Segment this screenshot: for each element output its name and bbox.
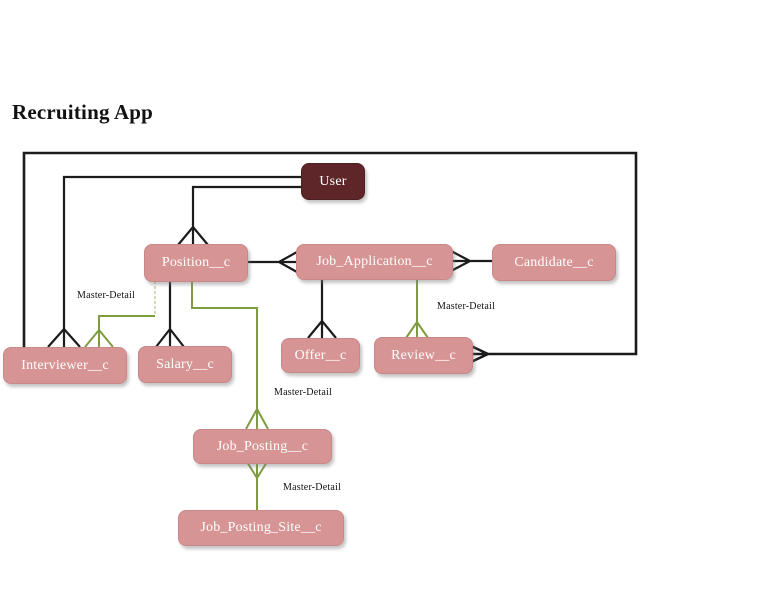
relationship-label-jobposting-jobpostingsite: Master-Detail: [283, 482, 341, 493]
relationship-label-jobapplication-review: Master-Detail: [437, 301, 495, 312]
relationship-line-user-position: [177, 185, 301, 246]
page-title: Recruiting App: [12, 100, 154, 124]
relationship-line-position-jobposting: [191, 281, 269, 430]
relationship-line-user-interviewer: [47, 175, 301, 348]
entity-job-posting-site[interactable]: Job_Posting_Site__c: [178, 510, 344, 546]
entity-user[interactable]: User: [301, 163, 365, 200]
entity-interviewer[interactable]: Interviewer__c: [3, 347, 127, 384]
relationship-line-position-interviewer: [84, 315, 155, 348]
relationship-label-position-interviewer: Master-Detail: [77, 290, 135, 301]
relationship-line-jobapplication-review: [405, 278, 429, 339]
relationship-label-position-jobposting: Master-Detail: [274, 387, 332, 398]
relationship-line-jobposting-jobpostingsite: [246, 461, 268, 511]
entity-offer[interactable]: Offer__c: [281, 338, 360, 373]
entity-review[interactable]: Review__c: [374, 337, 473, 374]
relationship-line-position-salary: [155, 280, 185, 348]
relationship-line-candidate-jobapplication: [450, 250, 492, 272]
relationship-line-position-jobapplication: [246, 251, 298, 273]
entity-salary[interactable]: Salary__c: [138, 346, 232, 383]
relationship-line-jobapplication-offer: [307, 278, 337, 339]
entity-job-application[interactable]: Job_Application__c: [296, 244, 453, 280]
relationship-line-interviewer-review-loop: [22, 151, 638, 364]
entity-candidate[interactable]: Candidate__c: [492, 244, 616, 281]
entity-position[interactable]: Position__c: [144, 244, 248, 282]
entity-job-posting[interactable]: Job_Posting__c: [193, 429, 332, 464]
